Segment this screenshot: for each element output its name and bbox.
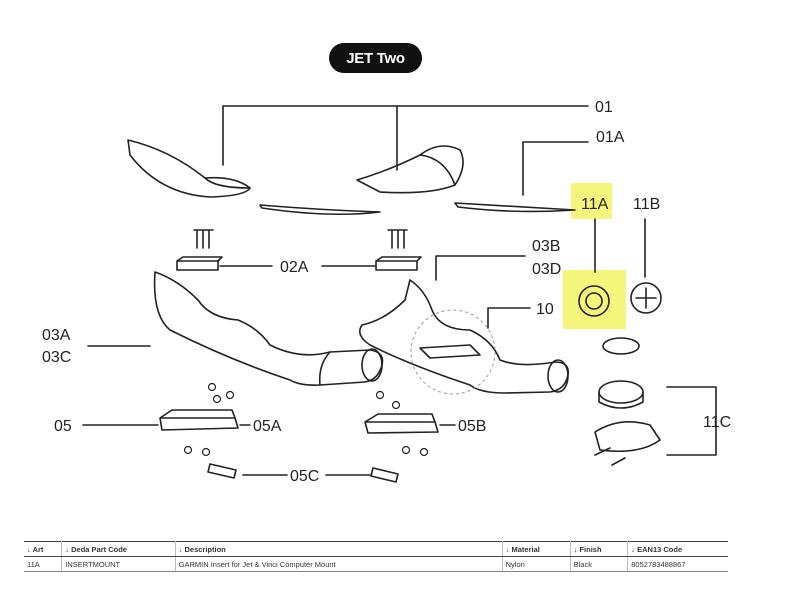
cell-ean13: 8052783488867 <box>627 556 728 572</box>
cell-part-code: INSERTMOUNT <box>61 556 176 572</box>
callout-03d: 03D <box>532 261 561 278</box>
left-bolts <box>193 229 214 249</box>
callout-05c: 05C <box>290 468 319 485</box>
left-armrest-pad <box>127 139 251 198</box>
computer-mount-bracket <box>419 344 481 359</box>
mount-screws <box>594 447 626 466</box>
callout-05: 05 <box>54 418 72 435</box>
callout-05b: 05B <box>458 418 486 435</box>
arrow-down-icon: ↓ <box>573 544 578 554</box>
arrow-down-icon: ↓ <box>178 544 183 554</box>
detail-circle-10 <box>410 309 496 395</box>
table-header-row: ↓ Art ↓ Deda Part Code ↓ Description ↓ M… <box>24 541 728 557</box>
right-bolts <box>387 229 408 249</box>
callout-01: 01 <box>595 99 613 116</box>
right-pad-5c <box>370 467 399 483</box>
column-header-part-code[interactable]: ↓ Deda Part Code <box>61 541 176 557</box>
right-spacer <box>375 256 422 271</box>
parts-table: ↓ Art ↓ Deda Part Code ↓ Description ↓ M… <box>24 541 728 572</box>
garmin-insert-11a <box>578 285 610 317</box>
left-clamp <box>159 409 239 431</box>
insert-11b <box>630 282 662 314</box>
leader-10 <box>487 307 531 329</box>
right-pad-sheet <box>454 202 576 213</box>
cell-material: Nylon <box>502 556 571 572</box>
arrow-down-icon: ↓ <box>505 544 510 554</box>
callout-11c: 11C <box>703 414 731 431</box>
highlight-11a-label <box>571 183 612 219</box>
mount-saddle <box>594 420 661 453</box>
column-header-art[interactable]: ↓ Art <box>24 541 63 557</box>
cell-description: GARMIN Insert for Jet & Vinci Computer M… <box>175 556 503 572</box>
arrow-down-icon: ↓ <box>27 544 31 554</box>
mount-base <box>598 380 644 404</box>
table-row: 11A INSERTMOUNT GARMIN Insert for Jet & … <box>24 556 728 572</box>
right-armrest-pad <box>356 145 464 194</box>
left-pad-sheet <box>259 204 381 216</box>
callout-02a: 02A <box>280 259 309 276</box>
leader-11c <box>666 386 717 456</box>
left-spacer <box>176 256 223 271</box>
column-header-material[interactable]: ↓ Material <box>502 541 571 557</box>
right-clamp <box>364 413 439 434</box>
column-header-description[interactable]: ↓ Description <box>175 541 503 557</box>
arrow-down-icon: ↓ <box>631 544 636 554</box>
cell-finish: Black <box>570 556 629 572</box>
highlight-11a-part <box>563 270 626 329</box>
leader-01a <box>522 141 589 196</box>
column-header-finish[interactable]: ↓ Finish <box>570 541 629 557</box>
diagram-title: JET Two <box>329 43 422 73</box>
callout-03c: 03C <box>42 349 71 366</box>
callout-10: 10 <box>536 301 554 318</box>
mount-ring <box>602 337 640 355</box>
leader-03b <box>435 255 526 281</box>
callout-03b: 03B <box>532 238 560 255</box>
callout-11b: 11B <box>633 196 660 213</box>
cell-art: 11A <box>24 556 63 572</box>
callout-11a: 11A <box>581 196 609 213</box>
left-pad-5c <box>207 463 237 479</box>
right-armrest-cup <box>359 279 570 394</box>
column-header-ean13[interactable]: ↓ EAN13 Code <box>627 541 728 557</box>
callout-01a: 01A <box>596 129 625 146</box>
arrow-down-icon: ↓ <box>65 544 70 554</box>
left-armrest-cup <box>153 271 384 386</box>
callout-03a: 03A <box>42 327 71 344</box>
leader-01 <box>222 105 589 166</box>
callout-05a: 05A <box>253 418 282 435</box>
